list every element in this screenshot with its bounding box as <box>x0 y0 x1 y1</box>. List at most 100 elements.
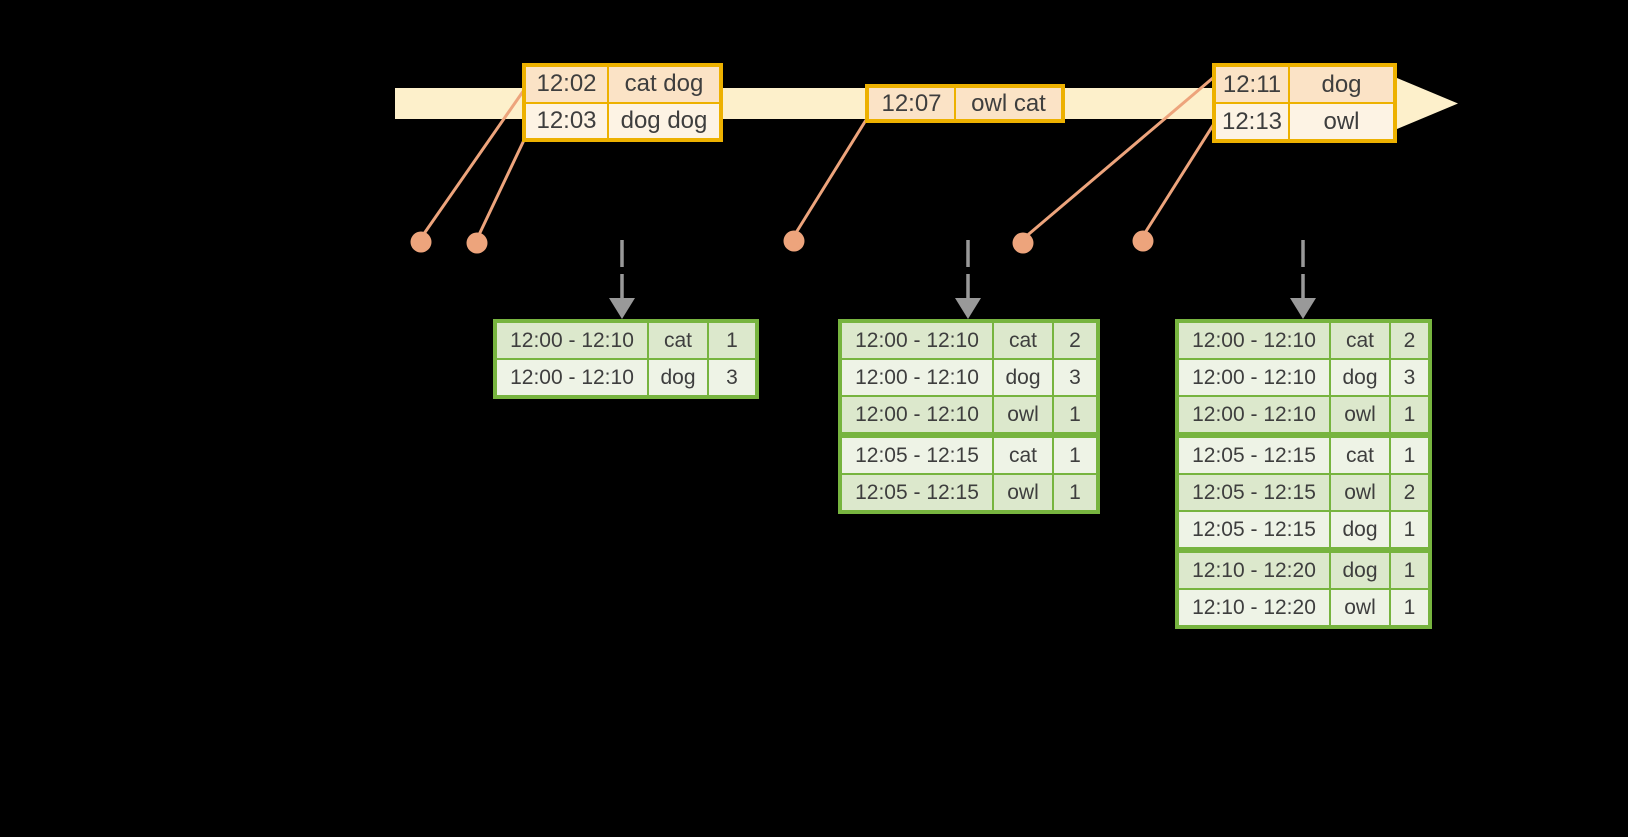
trigger-arrow <box>1290 240 1316 319</box>
window-cell: 12:10 - 12:20 <box>1179 553 1329 588</box>
count-cell: 1 <box>1054 397 1096 432</box>
word-cell: owl <box>1331 397 1389 432</box>
timeline-arrowhead-icon <box>1397 78 1458 129</box>
event-time-cell: 12:11 <box>1216 67 1288 102</box>
count-cell: 1 <box>1391 553 1428 588</box>
event-time-cell: 12:13 <box>1216 104 1288 139</box>
window-cell: 12:05 - 12:15 <box>842 475 992 510</box>
window-cell: 12:00 - 12:10 <box>1179 323 1329 358</box>
trigger-arrowhead-icon <box>1290 298 1316 319</box>
event-words-cell: owl <box>1290 104 1393 139</box>
event-time-cell: 12:02 <box>526 67 607 102</box>
count-cell: 2 <box>1391 475 1428 510</box>
window-cell: 12:00 - 12:10 <box>1179 397 1329 432</box>
window-cell: 12:00 - 12:10 <box>842 360 992 395</box>
window-cell: 12:05 - 12:15 <box>842 438 992 473</box>
word-cell: cat <box>1331 323 1389 358</box>
arrival-dot <box>466 232 488 254</box>
count-cell: 1 <box>709 323 755 358</box>
word-cell: owl <box>994 397 1052 432</box>
trigger-arrowhead-icon <box>609 298 635 319</box>
word-cell: cat <box>994 323 1052 358</box>
arrival-dot <box>1132 230 1154 252</box>
word-cell: cat <box>994 438 1052 473</box>
trigger-arrow <box>955 240 981 319</box>
arrival-dot <box>1012 232 1034 254</box>
event-words-cell: cat dog <box>609 67 719 102</box>
count-cell: 2 <box>1054 323 1096 358</box>
word-cell: owl <box>994 475 1052 510</box>
count-cell: 1 <box>1054 438 1096 473</box>
window-group-divider <box>1179 549 1428 551</box>
word-cell: dog <box>649 360 707 395</box>
window-cell: 12:00 - 12:10 <box>842 397 992 432</box>
word-cell: dog <box>1331 360 1389 395</box>
word-cell: dog <box>994 360 1052 395</box>
count-cell: 3 <box>709 360 755 395</box>
window-group-divider <box>842 434 1096 436</box>
count-cell: 1 <box>1391 512 1428 547</box>
connector-line <box>792 119 868 237</box>
trigger-arrowhead-icon <box>955 298 981 319</box>
event-time-cell: 12:03 <box>526 103 607 138</box>
window-cell: 12:00 - 12:10 <box>1179 360 1329 395</box>
window-cell: 12:05 - 12:15 <box>1179 438 1329 473</box>
window-cell: 12:05 - 12:15 <box>1179 475 1329 510</box>
connector-line <box>1141 118 1219 237</box>
window-cell: 12:00 - 12:10 <box>497 323 647 358</box>
window-cell: 12:00 - 12:10 <box>497 360 647 395</box>
event-time-cell: 12:07 <box>869 88 954 119</box>
word-cell: cat <box>1331 438 1389 473</box>
count-cell: 1 <box>1391 438 1428 473</box>
word-cell: dog <box>1331 553 1389 588</box>
count-cell: 2 <box>1391 323 1428 358</box>
count-cell: 3 <box>1054 360 1096 395</box>
word-cell: dog <box>1331 512 1389 547</box>
connector-line <box>1022 75 1215 241</box>
word-cell: cat <box>649 323 707 358</box>
window-group-divider <box>1179 434 1428 436</box>
word-cell: owl <box>1331 590 1389 625</box>
event-words-cell: owl cat <box>956 88 1061 119</box>
count-cell: 1 <box>1391 590 1428 625</box>
window-cell: 12:05 - 12:15 <box>1179 512 1329 547</box>
count-cell: 1 <box>1391 397 1428 432</box>
event-words-cell: dog <box>1290 67 1393 102</box>
count-cell: 3 <box>1391 360 1428 395</box>
arrival-dot <box>410 231 432 253</box>
count-cell: 1 <box>1054 475 1096 510</box>
word-cell: owl <box>1331 475 1389 510</box>
window-cell: 12:00 - 12:10 <box>842 323 992 358</box>
connector-line <box>419 89 526 239</box>
window-cell: 12:10 - 12:20 <box>1179 590 1329 625</box>
event-words-cell: dog dog <box>609 103 719 138</box>
trigger-arrow <box>609 240 635 319</box>
connector-line <box>475 137 527 240</box>
